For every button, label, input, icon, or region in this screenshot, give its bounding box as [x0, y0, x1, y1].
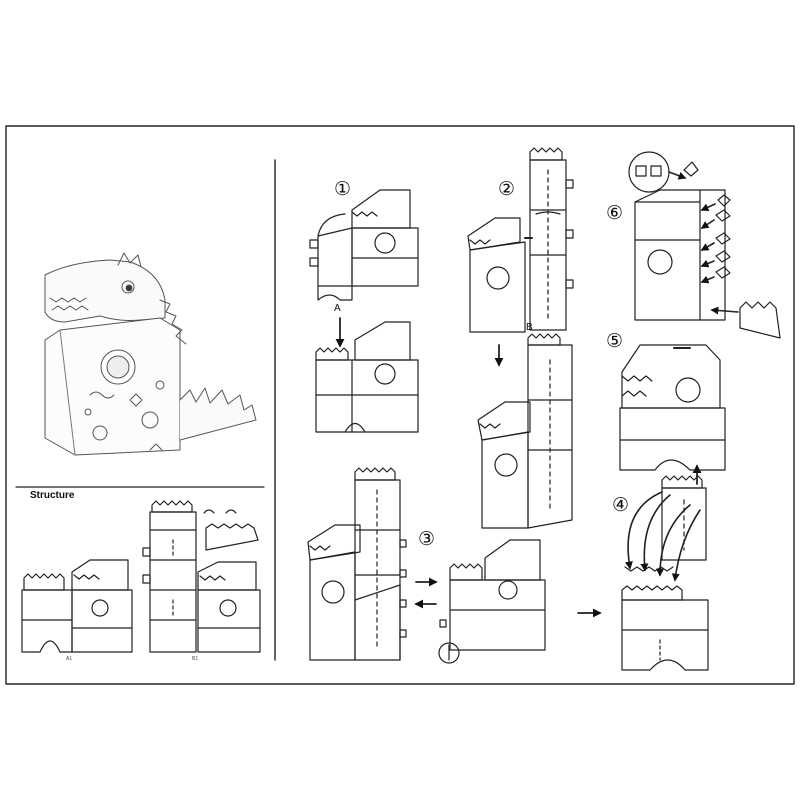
part-label-b1: B1	[192, 656, 199, 662]
dinosaur-illustration	[44, 252, 257, 456]
step-3-diagram	[307, 467, 407, 661]
step-2-label: ②	[498, 179, 516, 200]
step-3-label: ③	[418, 529, 436, 550]
step-4-label: ④	[612, 495, 630, 516]
structure-column-b	[149, 511, 197, 653]
assembly-label-b: B	[526, 322, 533, 333]
assembly-label-a: A	[334, 303, 341, 314]
outer-border	[5, 125, 795, 685]
step-5-diagram	[619, 344, 726, 471]
step-2-result	[477, 333, 573, 529]
step-6-diagram	[628, 151, 781, 339]
step-2-diagram	[467, 147, 574, 333]
step-1-result	[315, 321, 419, 433]
structure-title: Structure	[30, 490, 75, 501]
structure-diagram	[21, 500, 261, 653]
structure-box-face	[71, 589, 133, 653]
step-5-label: ⑤	[606, 331, 624, 352]
structure-box-a	[21, 589, 73, 653]
step-1-diagram	[309, 189, 419, 301]
step-1-label: ①	[334, 179, 352, 200]
step-4-diagram	[621, 475, 709, 671]
part-label-a1: A1	[66, 656, 73, 662]
step-3-result	[438, 539, 546, 664]
step-6-label: ⑥	[606, 203, 624, 224]
